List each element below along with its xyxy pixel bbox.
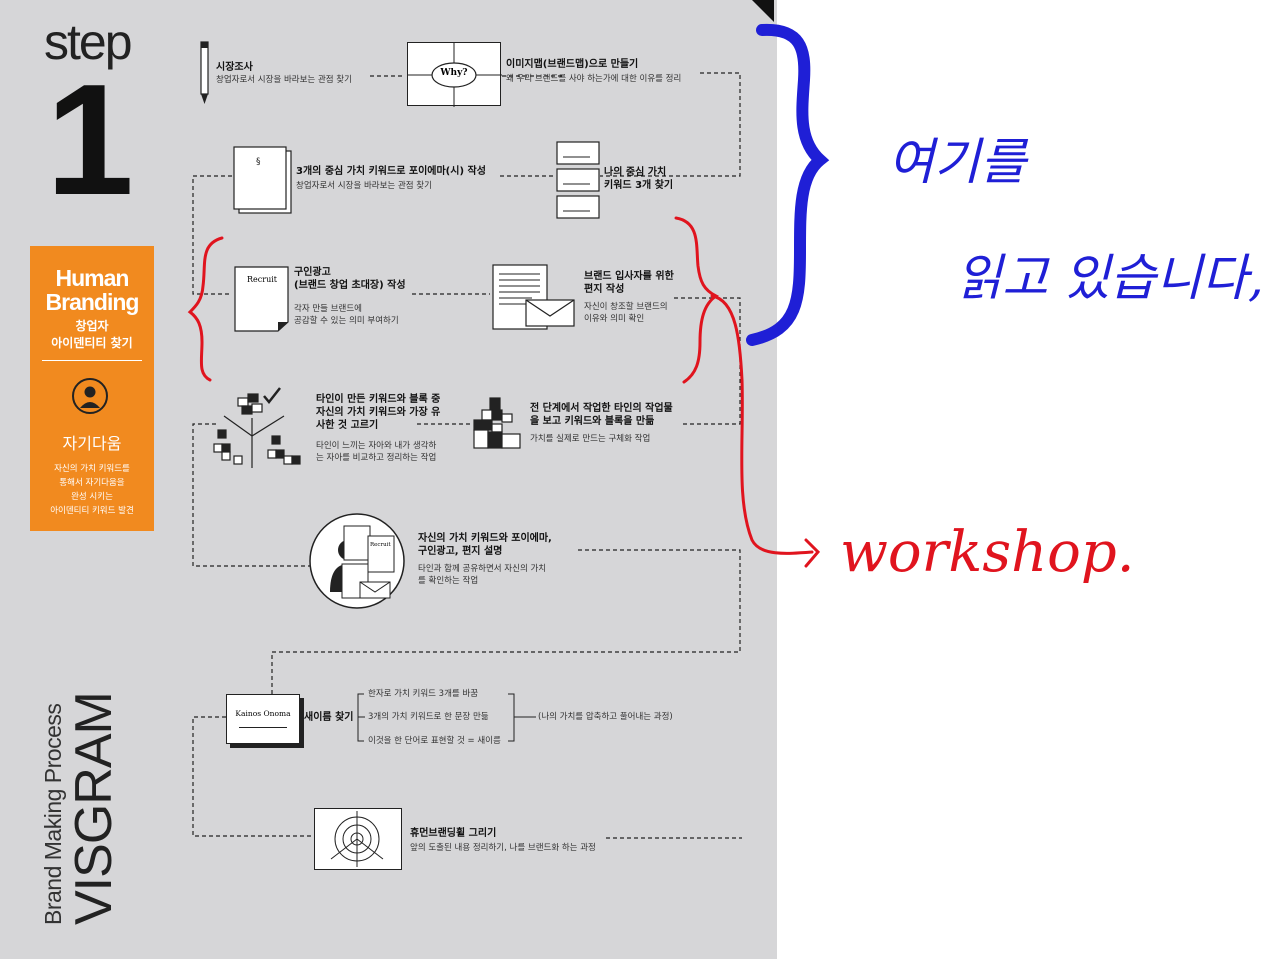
title-line-1: 브랜드 입사자를 위한 [584, 271, 674, 282]
title-line-2: (브랜드 창업 초대장) 작성 [294, 280, 406, 291]
step-image-map-title: 이미지맵(브랜드맵)으로 만들기 [506, 59, 639, 70]
why-map-icon: Why? [407, 42, 502, 107]
title-line-1: 자신의 가치 키워드와 포이에마, [418, 533, 552, 544]
desc-line-4: 아이덴티티 키워드 발견 [50, 506, 134, 516]
new-name-note: (나의 가치를 압축하고 풀어내는 과정) [538, 712, 673, 722]
title-line-2: 자신의 가치 키워드와 가장 유 [316, 407, 441, 418]
new-name-item-2: 3개의 가치 키워드로 한 문장 만듦 [368, 712, 489, 722]
desc-line-2: 를 확인하는 작업 [418, 576, 479, 586]
page-corner-mark [752, 0, 774, 22]
name-line [239, 727, 287, 728]
title-line-1: 타인이 만든 키워드와 블록 중 [316, 394, 441, 405]
subtitle-line-2: 아이덴티티 찾기 [51, 336, 133, 350]
step-poiema-title: 3개의 중심 가치 키워드로 포이에마(시) 작성 [296, 166, 486, 177]
step-recruit-desc: 각자 만들 브랜드에 공감할 수 있는 의미 부여하기 [294, 303, 399, 327]
red-arrow-head [804, 538, 821, 568]
red-left-brace [187, 236, 224, 382]
step-core-keywords-title: 나의 중심 가치 키워드 3개 찾기 [604, 166, 673, 192]
step-select-keywords-desc: 타인이 느끼는 자아와 내가 생각하 는 자아를 비교하고 정리하는 작업 [316, 440, 436, 464]
desc-line-1: 자신의 가치 키워드를 [54, 464, 130, 474]
desc-line-1: 자신이 창조할 브랜드의 [584, 302, 668, 312]
kainos-onoma-label: Kainos Onoma [235, 709, 291, 718]
step-market-research-desc: 창업자로서 시장을 바라보는 관점 찾기 [216, 75, 352, 85]
desc-line-1: 각자 만들 브랜드에 [294, 304, 362, 314]
blue-curly-brace [746, 23, 830, 346]
subtitle-line-1: 창업자 [75, 319, 109, 333]
step-explain-title: 자신의 가치 키워드와 포이에마, 구인광고, 편지 설명 [418, 532, 552, 558]
desc-line-2: 는 자아를 비교하고 정리하는 작업 [316, 453, 437, 463]
step-explain-desc: 타인과 함께 공유하면서 자신의 가치 를 확인하는 작업 [418, 563, 546, 587]
why-label: Why? [440, 68, 468, 78]
human-branding-desc: 자신의 가치 키워드를 통해서 자기다움을 완성 시키는 아이덴티티 키워드 발… [30, 462, 154, 518]
self-ness-label: 자기다움 [62, 434, 122, 453]
step-make-blocks-desc: 가치를 실제로 만드는 구체화 작업 [530, 434, 651, 444]
step-letter-title: 브랜드 입사자를 위한 편지 작성 [584, 270, 674, 296]
step-letter-desc: 자신이 창조할 브랜드의 이유와 의미 확인 [584, 301, 668, 325]
step-branding-wheel-desc: 앞의 도출된 내용 정리하기, 나를 브랜드화 하는 과정 [410, 843, 596, 853]
step-make-blocks-title: 전 단계에서 작업한 타인의 작업물 을 보고 키워드와 블록을 만듦 [530, 402, 673, 428]
step-label: step [44, 14, 133, 70]
blue-note-line-2: 읽고 있습니다, [956, 249, 1264, 307]
title-line-2: 키워드 3개 찾기 [604, 180, 674, 191]
person-icon [72, 378, 108, 414]
step-recruit-title: 구인광고 (브랜드 창업 초대장) 작성 [294, 266, 406, 292]
step-number: 1 [46, 52, 134, 228]
divider [42, 360, 142, 361]
step-new-name-title: 새이름 찾기 [304, 712, 354, 723]
human-branding-subtitle: 창업자 아이덴티티 찾기 [30, 318, 154, 352]
desc-line-2: 통해서 자기다움을 [59, 478, 125, 488]
svg-text:§: § [256, 157, 261, 167]
title-line-1: 구인광고 [294, 267, 331, 278]
desc-line-2: 공감할 수 있는 의미 부여하기 [294, 316, 399, 326]
step-image-map-desc: 왜 우리 브랜드를 사야 하는가에 대한 이유를 정리 [506, 74, 682, 84]
recruit-mini-label: Recruit [370, 542, 391, 548]
title-line-1: 나의 중심 가치 [604, 167, 667, 178]
desc-line-1: 타인이 느끼는 자아와 내가 생각하 [316, 441, 437, 451]
step-poiema-desc: 창업자로서 시장을 바라보는 관점 찾기 [296, 181, 432, 191]
new-name-item-1: 한자로 가치 키워드 3개를 바꿈 [368, 689, 479, 699]
human-branding-title: Human Branding [45, 265, 140, 315]
blue-note-line-1: 여기를 [888, 133, 1026, 191]
red-arrow [710, 294, 814, 555]
title-line-1: 전 단계에서 작업한 타인의 작업물 [530, 403, 673, 414]
desc-line-3: 완성 시키는 [71, 492, 113, 502]
step-market-research-title: 시장조사 [216, 62, 253, 73]
red-right-brace [674, 216, 719, 384]
red-note-workshop: workshop. [840, 520, 1135, 585]
human-branding-box: Human Branding 창업자 아이덴티티 찾기 자기다움 자신의 가치 … [30, 246, 154, 531]
title-line-2: 을 보고 키워드와 블록을 만듦 [530, 416, 655, 427]
recruit-label: Recruit [247, 275, 277, 284]
title-line-2: 편지 작성 [584, 284, 625, 295]
branding-wheel-icon [314, 808, 402, 870]
step-select-keywords-title: 타인이 만든 키워드와 블록 중 자신의 가치 키워드와 가장 유 사한 것 고… [316, 393, 440, 432]
name-card-icon: Kainos Onoma [226, 694, 300, 744]
new-name-item-3: 이것을 한 단어로 표현할 것 = 새이름 [368, 736, 501, 746]
desc-line-2: 이유와 의미 확인 [584, 314, 645, 324]
desc-line-1: 타인과 함께 공유하면서 자신의 가치 [418, 564, 547, 574]
title-line-2: 구인광고, 편지 설명 [418, 546, 503, 557]
title-line-3: 사한 것 고르기 [316, 420, 379, 431]
step-branding-wheel-title: 휴먼브랜딩휠 그리기 [410, 828, 497, 839]
